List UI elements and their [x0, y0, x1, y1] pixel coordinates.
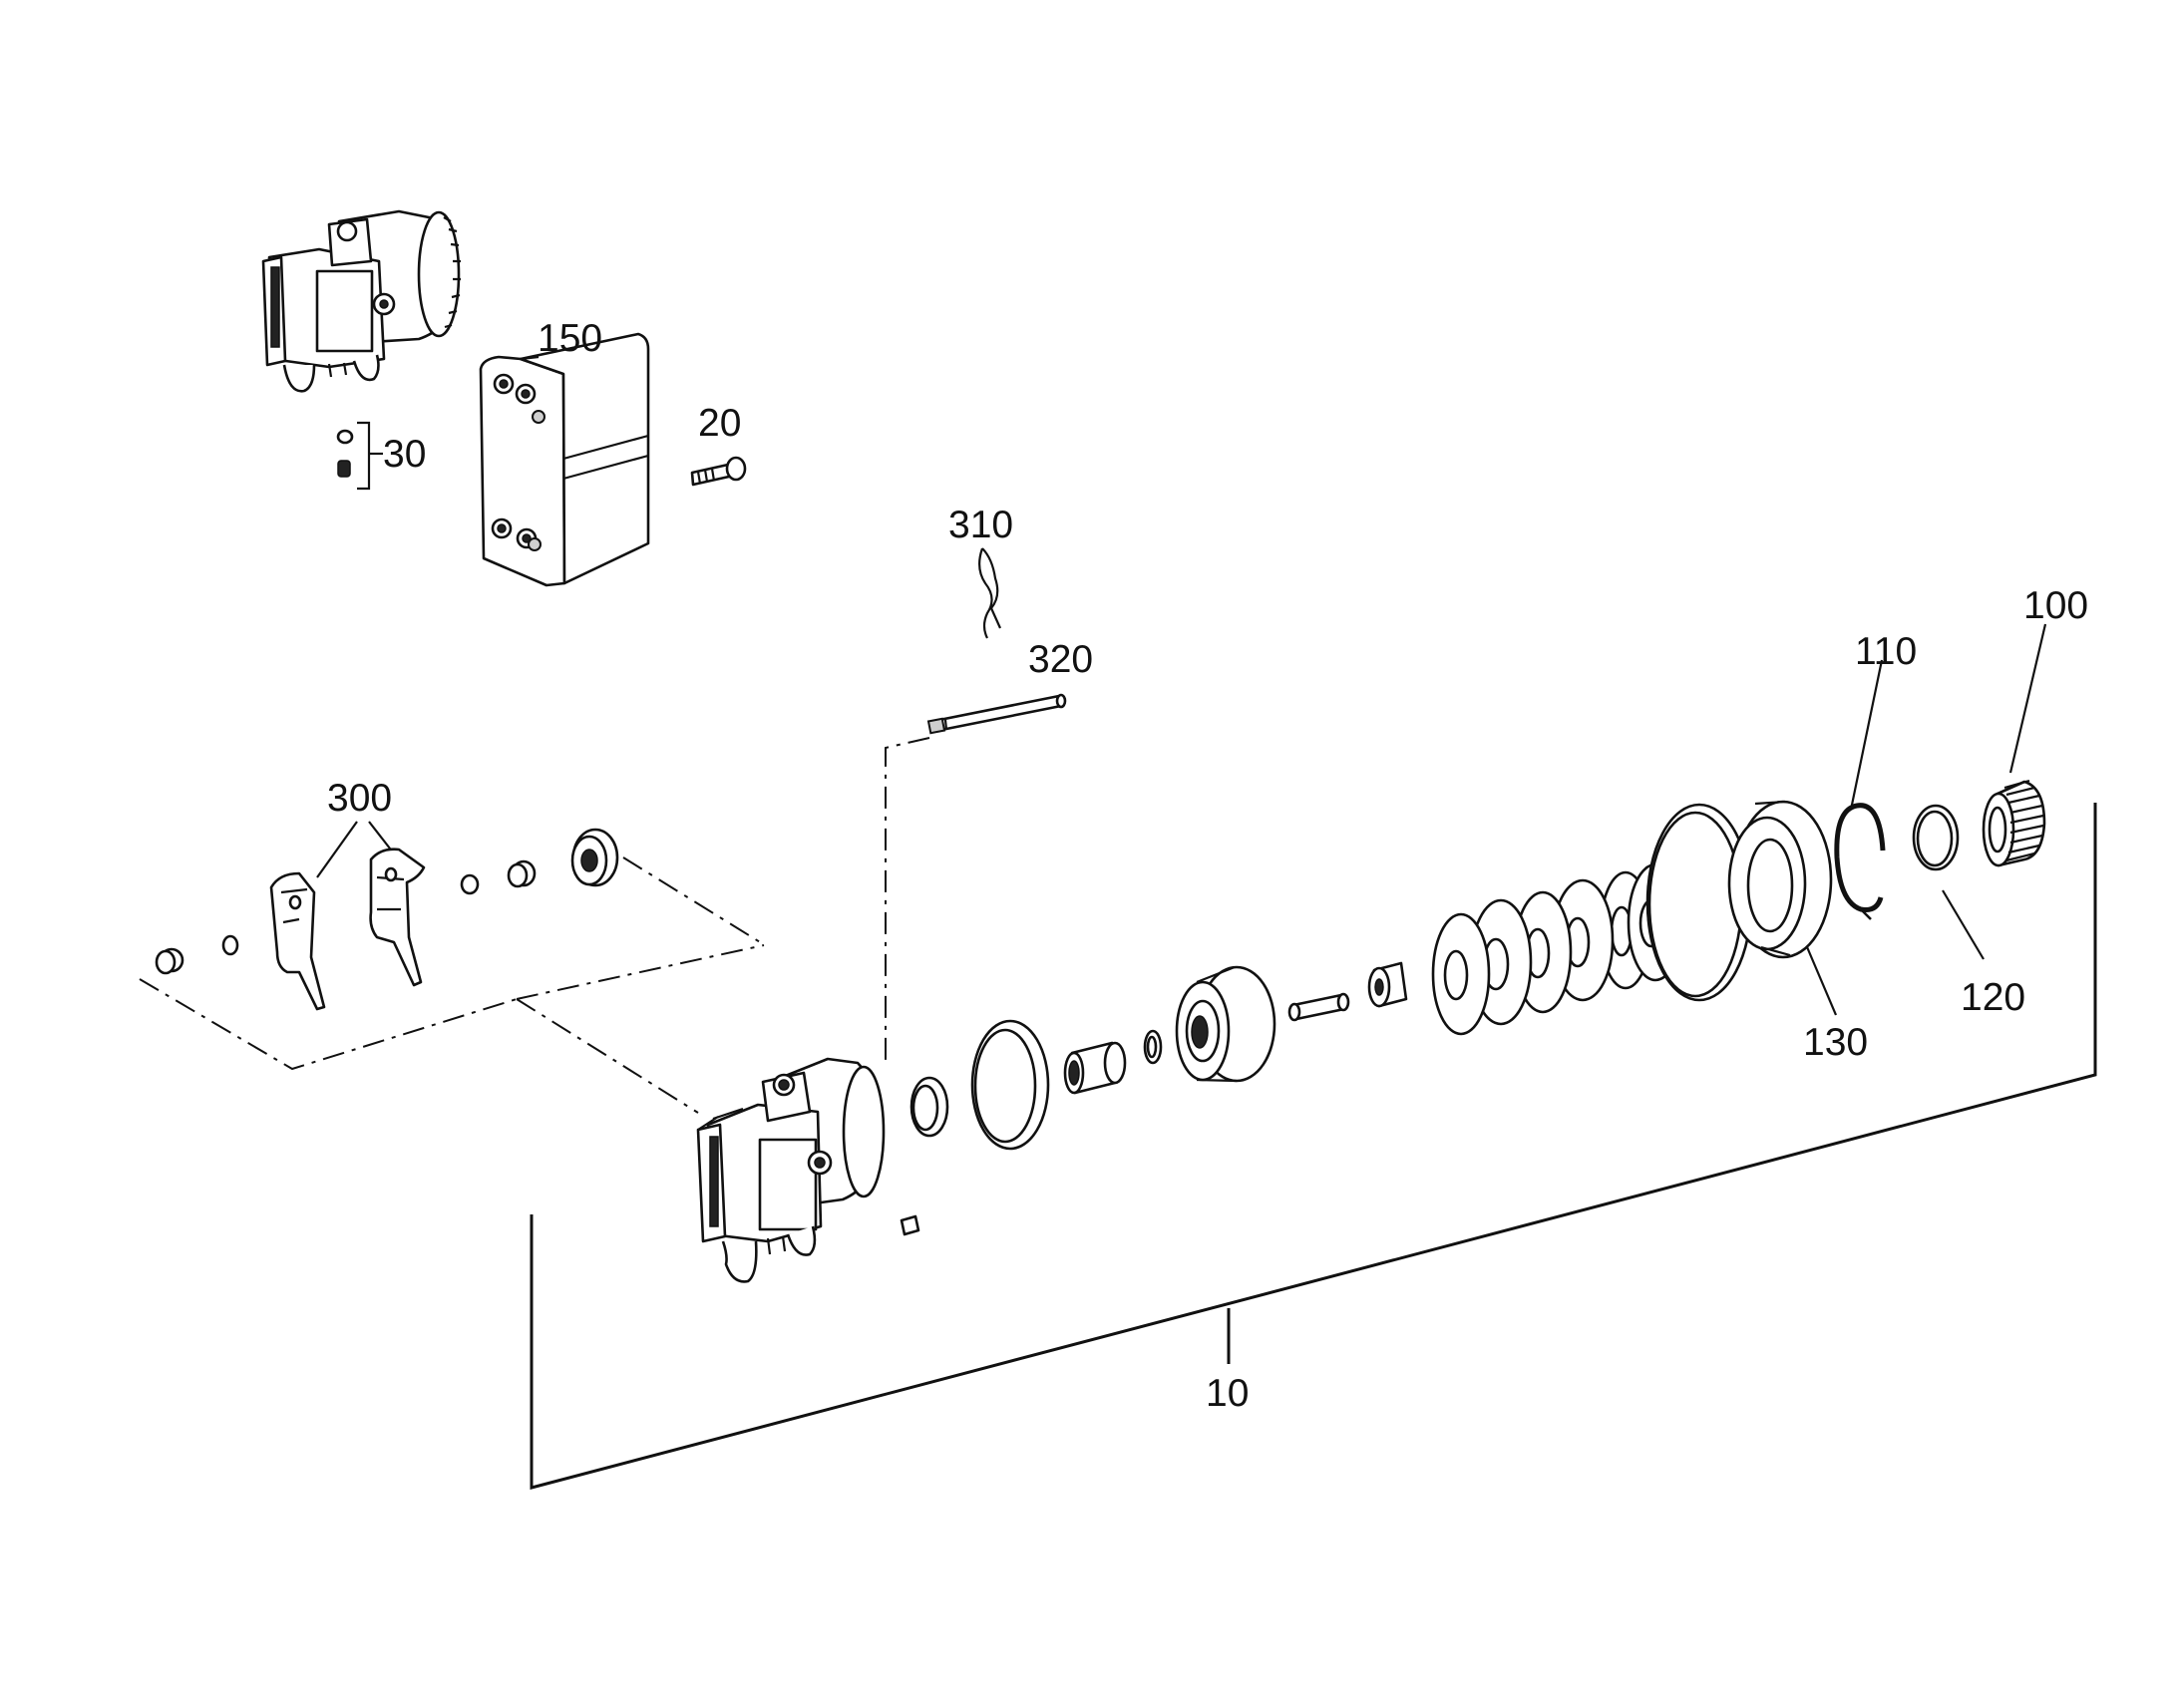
shaft-components [909, 779, 2046, 1151]
item-30-screws [336, 421, 383, 491]
callout-110: 110 [1855, 630, 1917, 673]
item-300-brake-parts [155, 828, 619, 1011]
item-150-bracket-plate [479, 332, 650, 587]
callout-300: 300 [327, 777, 392, 820]
caliper-housing [696, 1057, 920, 1283]
item-310-spring-clip [978, 547, 1002, 639]
item-20-bolt [690, 456, 747, 487]
callout-310: 310 [948, 504, 1013, 546]
callout-20: 20 [698, 402, 741, 445]
callout-labels: 10 20 30 100 110 120 130 150 300 310 320 [327, 317, 2088, 1415]
item-320-pin [926, 693, 1067, 735]
assembly-bracket-10 [530, 803, 2097, 1490]
assembled-unit-icon [261, 209, 461, 393]
callout-320: 320 [1028, 638, 1093, 681]
callout-150: 150 [538, 317, 602, 360]
callout-100: 100 [2023, 584, 2088, 627]
leader-lines [139, 623, 2047, 1114]
callout-30: 30 [383, 433, 426, 476]
callout-10: 10 [1206, 1372, 1249, 1415]
callout-120: 120 [1961, 976, 2025, 1019]
callout-130: 130 [1803, 1021, 1868, 1064]
